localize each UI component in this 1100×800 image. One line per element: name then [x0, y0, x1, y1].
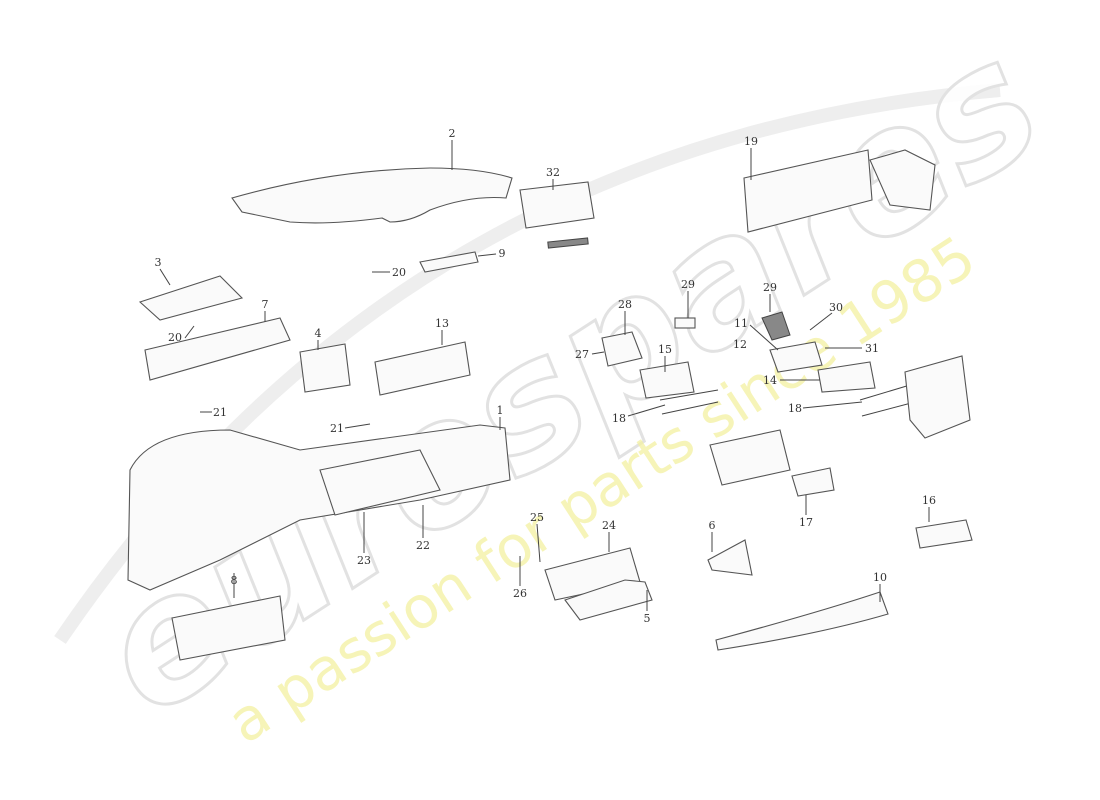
parts [127, 149, 973, 661]
callout: 26 [513, 587, 527, 600]
callout: 28 [618, 298, 632, 311]
callout: 9 [499, 247, 506, 260]
callout: 29 [681, 278, 695, 291]
part-28-box [601, 331, 643, 367]
callout: 11 [734, 317, 748, 330]
callout: 4 [315, 327, 322, 340]
part-4-bracket [299, 343, 351, 393]
callout: 18 [612, 412, 626, 425]
callout: 1 [497, 404, 504, 417]
callout: 20 [392, 266, 406, 279]
part-glovebox [709, 429, 791, 486]
part-17-vent [791, 467, 835, 497]
callout: 18 [788, 402, 802, 415]
part-32-strip [547, 237, 589, 249]
part-10-strip [715, 591, 889, 651]
part-19-console-panel [743, 149, 873, 233]
callout: 7 [262, 298, 269, 311]
part-7-trim [144, 317, 291, 381]
callout: 21 [213, 406, 227, 419]
callout: 15 [658, 343, 672, 356]
callout: 23 [357, 554, 371, 567]
callout: 8 [231, 574, 238, 587]
part-2-dash-top [231, 167, 513, 224]
part-14-duct [817, 361, 876, 393]
leader-lines [159, 140, 930, 611]
part-29-tube [674, 317, 696, 329]
part-18-clips-left [659, 389, 719, 415]
callout: 21 [330, 422, 344, 435]
part-8-trim [171, 595, 286, 661]
part-18-clips-right [859, 384, 916, 417]
callout: 32 [546, 166, 560, 179]
part-15-vent [639, 361, 695, 399]
part-5-panel [564, 579, 653, 621]
part-29-spring [761, 311, 791, 341]
callout: 24 [602, 519, 616, 532]
callout: 10 [873, 571, 887, 584]
part-16-vent [915, 519, 973, 549]
part-23-22-frame [319, 449, 441, 516]
callout: 2 [449, 127, 456, 140]
callout: 17 [799, 516, 813, 529]
callout: 29 [763, 281, 777, 294]
callout: 6 [709, 519, 716, 532]
callout: 31 [865, 342, 879, 355]
callout: 27 [575, 348, 589, 361]
callout: 30 [829, 301, 843, 314]
callout: 13 [435, 317, 449, 330]
callout: 5 [644, 612, 651, 625]
callout: 20 [168, 331, 182, 344]
callout: 14 [763, 374, 777, 387]
part-32-cluster-bezel [519, 181, 595, 229]
part-13-cluster [374, 341, 471, 396]
part-11-duct [769, 341, 823, 373]
part-right-end-panel [904, 355, 971, 439]
part-9-trim [419, 251, 479, 273]
part-3-panel [138, 275, 244, 321]
part-6-bracket [707, 539, 753, 576]
callout: 19 [744, 135, 758, 148]
callout: 22 [416, 539, 430, 552]
part-19-tube [869, 149, 936, 211]
callout-numbers: 2 32 19 3 20 9 20 7 4 13 28 29 29 30 11 … [155, 127, 937, 625]
callout: 16 [922, 494, 936, 507]
callout: 25 [530, 511, 544, 524]
callout: 3 [155, 256, 162, 269]
callout: 12 [733, 338, 747, 351]
